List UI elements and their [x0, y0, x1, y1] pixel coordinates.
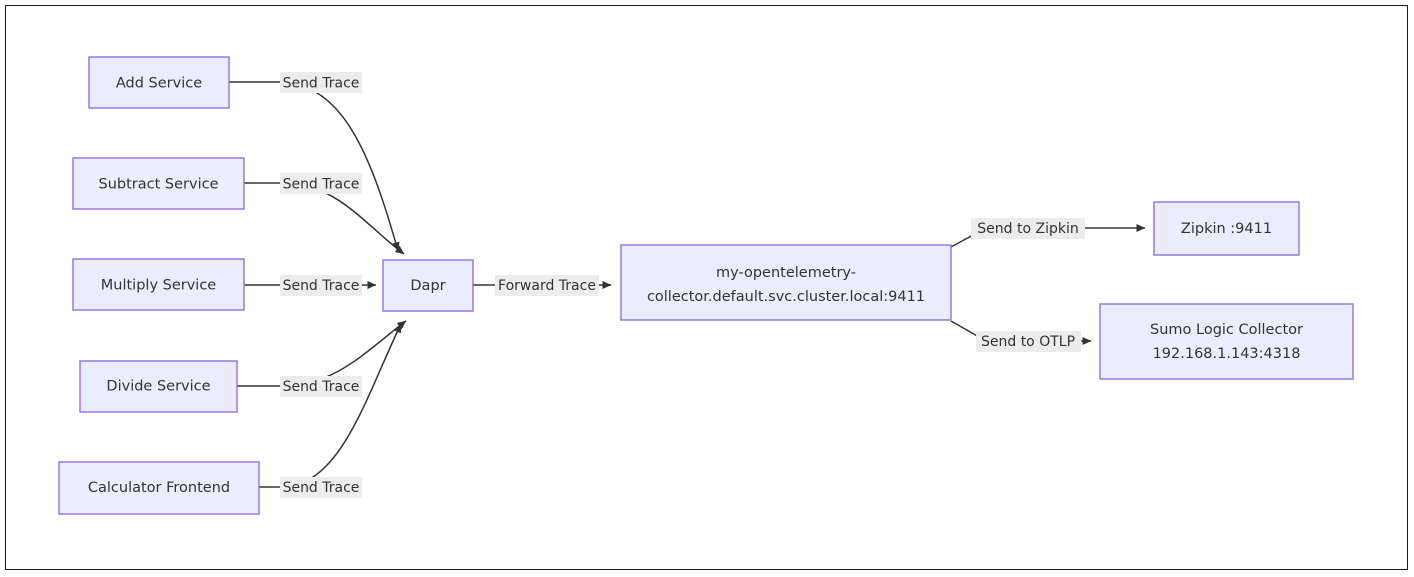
- node-subtract-service-label: Subtract Service: [99, 177, 219, 193]
- node-dapr-label: Dapr: [410, 278, 445, 294]
- diagram-canvas: Add Service Subtract Service Multiply Se…: [5, 5, 1408, 570]
- node-multiply-service-label: Multiply Service: [101, 278, 217, 294]
- edge-label-subtract-send-trace-text: Send Trace: [283, 177, 360, 193]
- node-sumo-logic-collector-box[interactable]: [1099, 303, 1354, 380]
- node-sumo-logic-collector[interactable]: Sumo Logic Collector 192.168.1.143:4318: [1099, 303, 1354, 380]
- edge-label-forward-trace-bg: [495, 275, 599, 296]
- edge-label-send-to-zipkin-text: Send to Zipkin: [977, 221, 1078, 237]
- edge-label-frontend-send-trace: Send Trace: [280, 477, 362, 498]
- node-subtract-service[interactable]: Subtract Service: [72, 157, 245, 210]
- edge-label-subtract-send-trace: Send Trace: [280, 173, 362, 194]
- edge-label-divide-send-trace: Send Trace: [280, 376, 362, 397]
- edge-label-multiply-send-trace-text: Send Trace: [283, 278, 360, 294]
- node-dapr-box[interactable]: [382, 259, 474, 312]
- node-zipkin[interactable]: Zipkin :9411: [1153, 201, 1300, 256]
- node-calculator-frontend-box[interactable]: [58, 461, 260, 515]
- edge-frontend-to-dapr: [259, 323, 402, 488]
- edge-label-send-to-zipkin-bg: [971, 218, 1085, 239]
- node-otel-collector-box[interactable]: [620, 244, 952, 321]
- node-otel-collector[interactable]: my-opentelemetry- collector.default.svc.…: [620, 244, 952, 321]
- node-multiply-service-box[interactable]: [72, 258, 245, 311]
- edge-label-subtract-send-trace-bg: [280, 173, 362, 194]
- edge-label-forward-trace: Forward Trace: [495, 275, 599, 296]
- node-otel-collector-label-line1: my-opentelemetry-: [716, 265, 856, 281]
- node-sumo-logic-collector-label-line1: Sumo Logic Collector: [1150, 322, 1303, 338]
- edge-label-frontend-send-trace-text: Send Trace: [283, 480, 360, 496]
- node-divide-service-box[interactable]: [79, 360, 238, 413]
- edge-label-multiply-send-trace-bg: [280, 275, 362, 296]
- node-multiply-service[interactable]: Multiply Service: [72, 258, 245, 311]
- node-otel-collector-label-line2: collector.default.svc.cluster.local:9411: [647, 289, 925, 305]
- edge-label-divide-send-trace-text: Send Trace: [283, 379, 360, 395]
- edge-label-frontend-send-trace-bg: [280, 477, 362, 498]
- node-zipkin-box[interactable]: [1153, 201, 1300, 256]
- edge-label-forward-trace-text: Forward Trace: [498, 278, 596, 294]
- edge-label-send-to-otlp: Send to OTLP: [976, 331, 1081, 352]
- edge-label-multiply-send-trace: Send Trace: [280, 275, 362, 296]
- edge-label-divide-send-trace-bg: [280, 376, 362, 397]
- node-sumo-logic-collector-label-line2: 192.168.1.143:4318: [1153, 346, 1301, 362]
- edge-label-add-send-trace-bg: [280, 72, 362, 93]
- node-subtract-service-box[interactable]: [72, 157, 245, 210]
- node-calculator-frontend[interactable]: Calculator Frontend: [58, 461, 260, 515]
- edge-label-add-send-trace: Send Trace: [280, 72, 362, 93]
- node-zipkin-label: Zipkin :9411: [1181, 221, 1272, 237]
- node-add-service-label: Add Service: [116, 76, 202, 92]
- node-divide-service-label: Divide Service: [106, 379, 210, 395]
- edge-label-send-to-zipkin: Send to Zipkin: [971, 218, 1085, 239]
- flowchart-svg: Add Service Subtract Service Multiply Se…: [58, 56, 1354, 515]
- edge-label-add-send-trace-text: Send Trace: [283, 76, 360, 92]
- node-divide-service[interactable]: Divide Service: [79, 360, 238, 413]
- edge-label-send-to-otlp-text: Send to OTLP: [981, 334, 1075, 350]
- node-dapr[interactable]: Dapr: [382, 259, 474, 312]
- node-add-service-box[interactable]: [88, 56, 230, 109]
- edge-label-send-to-otlp-bg: [976, 331, 1081, 352]
- edge-label-layer: Send Trace Send Trace Send Trace Send Tr…: [280, 72, 1085, 498]
- edge-add-to-dapr: [229, 81, 400, 252]
- node-add-service[interactable]: Add Service: [88, 56, 230, 109]
- node-calculator-frontend-label: Calculator Frontend: [88, 480, 230, 496]
